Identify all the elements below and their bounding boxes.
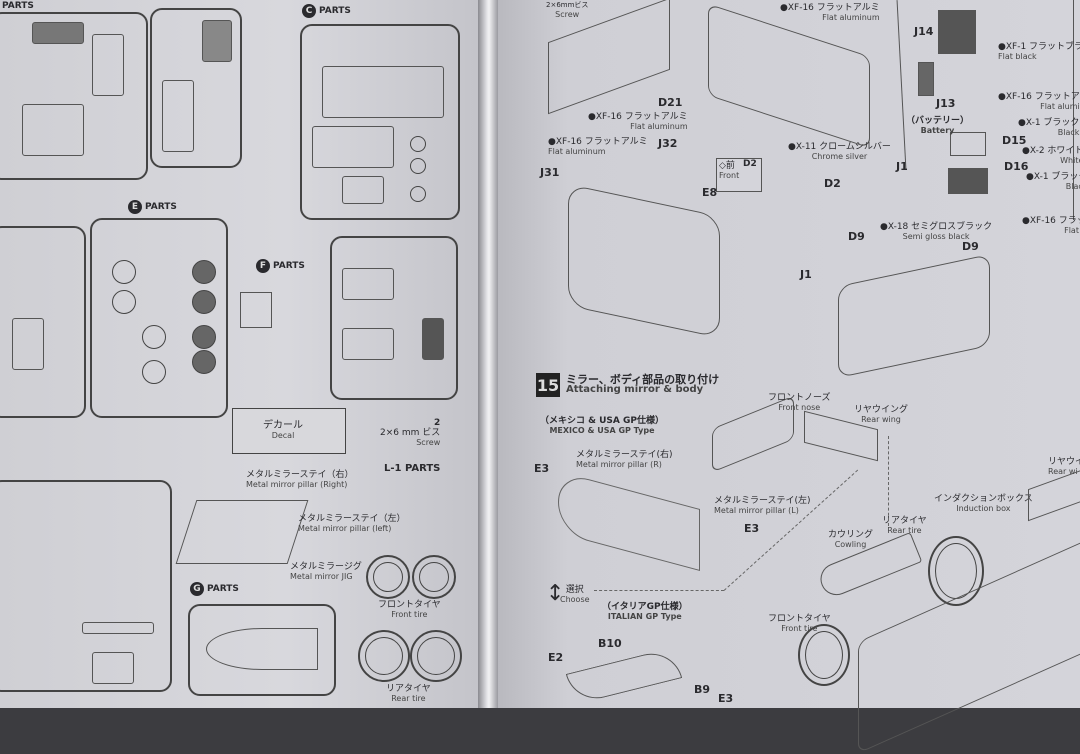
part-number: E3 (718, 692, 734, 705)
choice-divider (888, 436, 890, 526)
engine-drawing (568, 183, 720, 339)
part-j13 (918, 62, 934, 96)
part-number: D15 (1002, 134, 1027, 147)
front-tire-2 (412, 555, 456, 599)
chassis-drawing (708, 3, 870, 149)
part-number: J14 (914, 25, 934, 38)
body-drawing (558, 470, 700, 572)
part-f1 (240, 292, 272, 328)
parts-tree-a (150, 8, 242, 168)
paint-label: ●XF-1 フラットブラックFlat black (998, 42, 1080, 61)
mirror-jig (175, 500, 309, 564)
parts-tree-e (90, 218, 228, 418)
rear-tire-drawing (928, 536, 984, 606)
divider (896, 0, 907, 170)
part-number: B10 (598, 637, 622, 650)
part-j14 (938, 10, 976, 54)
part-number: J1 (800, 268, 812, 281)
battery-label: （バッテリー）Battery (906, 116, 970, 135)
front-tire-drawing (798, 624, 850, 686)
paint-label: ●X-2 ホワイトWhite (1022, 146, 1080, 165)
mexico-usa-label: （メキシコ & USA GP仕様）MEXICO & USA GP Type (540, 416, 664, 435)
part-number: D9 (848, 230, 865, 243)
parts-tree-b (0, 12, 148, 180)
part-number: E3 (534, 462, 550, 475)
choose-arrow-icon: ↕ (546, 581, 565, 606)
part-number: D2 (824, 177, 841, 190)
step-number: 15 (536, 373, 560, 397)
italian-body-drawing (565, 646, 683, 706)
part-number: D9 (962, 240, 979, 253)
mirror-l-label: メタルミラーステイ(左)Metal mirror pillar (L) (714, 496, 811, 515)
part-number: B9 (694, 683, 711, 696)
l1-parts-label: L-1 PARTS (384, 463, 441, 474)
front-tire-1 (366, 555, 410, 599)
part-number: D21 (658, 96, 683, 109)
part-number: E3 (744, 522, 760, 535)
part-number: E2 (548, 651, 564, 664)
parts-tree-c (300, 24, 460, 220)
book-gutter (478, 0, 498, 708)
rear-frame-drawing (838, 253, 990, 379)
part-number: J1 (896, 160, 908, 173)
part-d16 (948, 168, 988, 194)
parts-tree-f (330, 236, 458, 400)
rear-tire-1 (358, 630, 410, 682)
divider (1073, 0, 1074, 220)
mirror-pillar-left-label: メタルミラーステイ（左）Metal mirror pillar (left) (298, 514, 406, 533)
part-number: J13 (936, 97, 956, 110)
italian-gp-label: （イタリアGP仕様）ITALIAN GP Type (602, 602, 688, 621)
mirror-pillar-right-label: メタルミラーステイ（右）Metal mirror pillar (Right) (246, 470, 354, 489)
part-number: J31 (540, 166, 560, 179)
parts-tree-h (0, 480, 172, 692)
parts-tree-g (188, 604, 336, 696)
rear-tire-2 (410, 630, 462, 682)
part-number: D16 (1004, 160, 1029, 173)
mirror-r-label: メタルミラーステイ(右)Metal mirror pillar (R) (576, 450, 673, 469)
part-d15 (950, 132, 986, 156)
part-number: J32 (658, 137, 678, 150)
choice-divider (594, 590, 724, 591)
rear-wing-label-2: リヤウインRear wi (1048, 457, 1080, 476)
parts-tree-d (0, 226, 86, 418)
parts-label: PARTS (2, 1, 34, 11)
part-number: E8 (702, 186, 718, 199)
